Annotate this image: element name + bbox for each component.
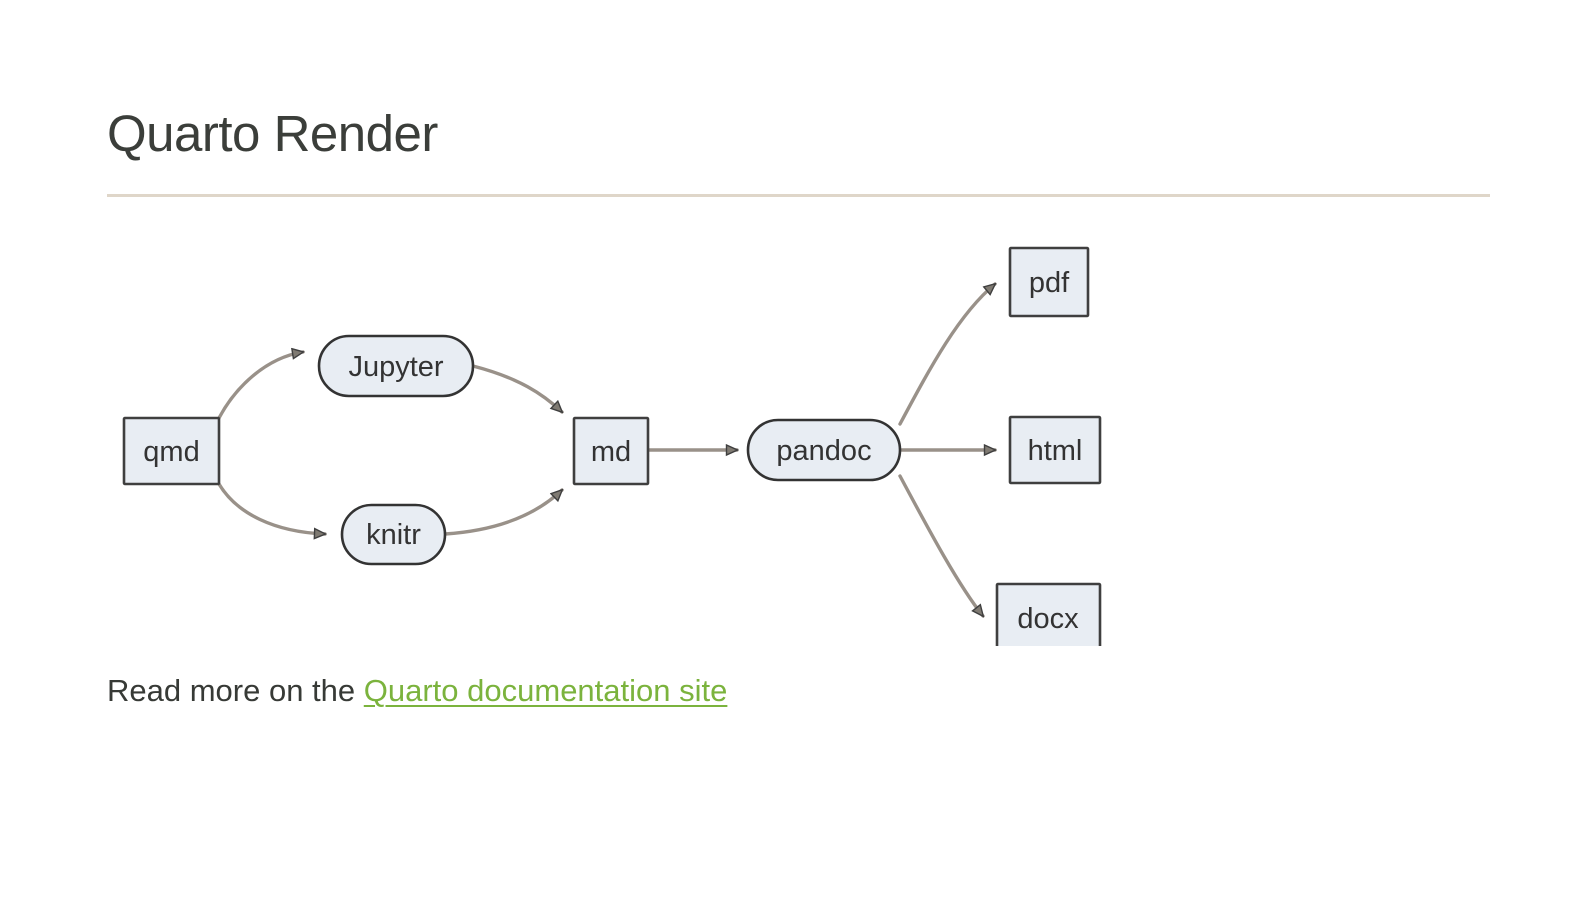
node-qmd-shape[interactable] <box>122 416 221 486</box>
node-pandoc-shape[interactable] <box>746 418 902 482</box>
node-docx-label: docx <box>1017 603 1079 635</box>
node-html[interactable]: html <box>1008 415 1102 485</box>
title-block: Quarto Render <box>107 104 1490 164</box>
flowchart-svg: qmd Jupyter knitr md <box>122 246 1102 646</box>
node-pdf-label: pdf <box>1029 267 1070 299</box>
flowchart-edges <box>217 282 997 616</box>
node-jupyter-label: Jupyter <box>348 351 443 383</box>
node-jupyter-shape[interactable] <box>317 334 475 398</box>
node-html-label: html <box>1028 435 1083 467</box>
node-pandoc-label: pandoc <box>776 435 871 467</box>
title-divider <box>107 194 1490 197</box>
read-more-prefix: Read more on the <box>107 673 364 708</box>
node-md-shape[interactable] <box>572 416 650 486</box>
node-qmd-label: qmd <box>143 436 199 468</box>
node-docx-shape[interactable] <box>995 582 1102 646</box>
node-docx[interactable]: docx <box>995 582 1102 646</box>
read-more-paragraph: Read more on the Quarto documentation si… <box>107 669 727 714</box>
flowchart-nodes: qmd Jupyter knitr md <box>122 246 1102 646</box>
node-knitr-label: knitr <box>366 519 421 551</box>
node-md-label: md <box>591 436 631 468</box>
edge-pandoc-to-docx <box>898 474 985 616</box>
node-qmd[interactable]: qmd <box>122 416 221 486</box>
edge-jupyter-to-md <box>471 364 564 414</box>
quarto-documentation-link[interactable]: Quarto documentation site <box>363 673 728 708</box>
edge-qmd-to-knitr <box>217 482 325 534</box>
quarto-render-flowchart: qmd Jupyter knitr md <box>107 216 1207 646</box>
node-pdf-shape[interactable] <box>1008 246 1090 318</box>
node-knitr[interactable]: knitr <box>340 503 447 566</box>
page-title: Quarto Render <box>107 105 438 162</box>
edge-knitr-to-md <box>443 488 564 536</box>
node-knitr-shape[interactable] <box>340 503 447 566</box>
edge-qmd-to-jupyter <box>217 352 303 420</box>
edge-pandoc-to-pdf <box>898 282 997 426</box>
node-pdf[interactable]: pdf <box>1008 246 1090 318</box>
node-pandoc[interactable]: pandoc <box>746 418 902 482</box>
node-jupyter[interactable]: Jupyter <box>317 334 475 398</box>
node-html-shape[interactable] <box>1008 415 1102 485</box>
node-md[interactable]: md <box>572 416 650 486</box>
